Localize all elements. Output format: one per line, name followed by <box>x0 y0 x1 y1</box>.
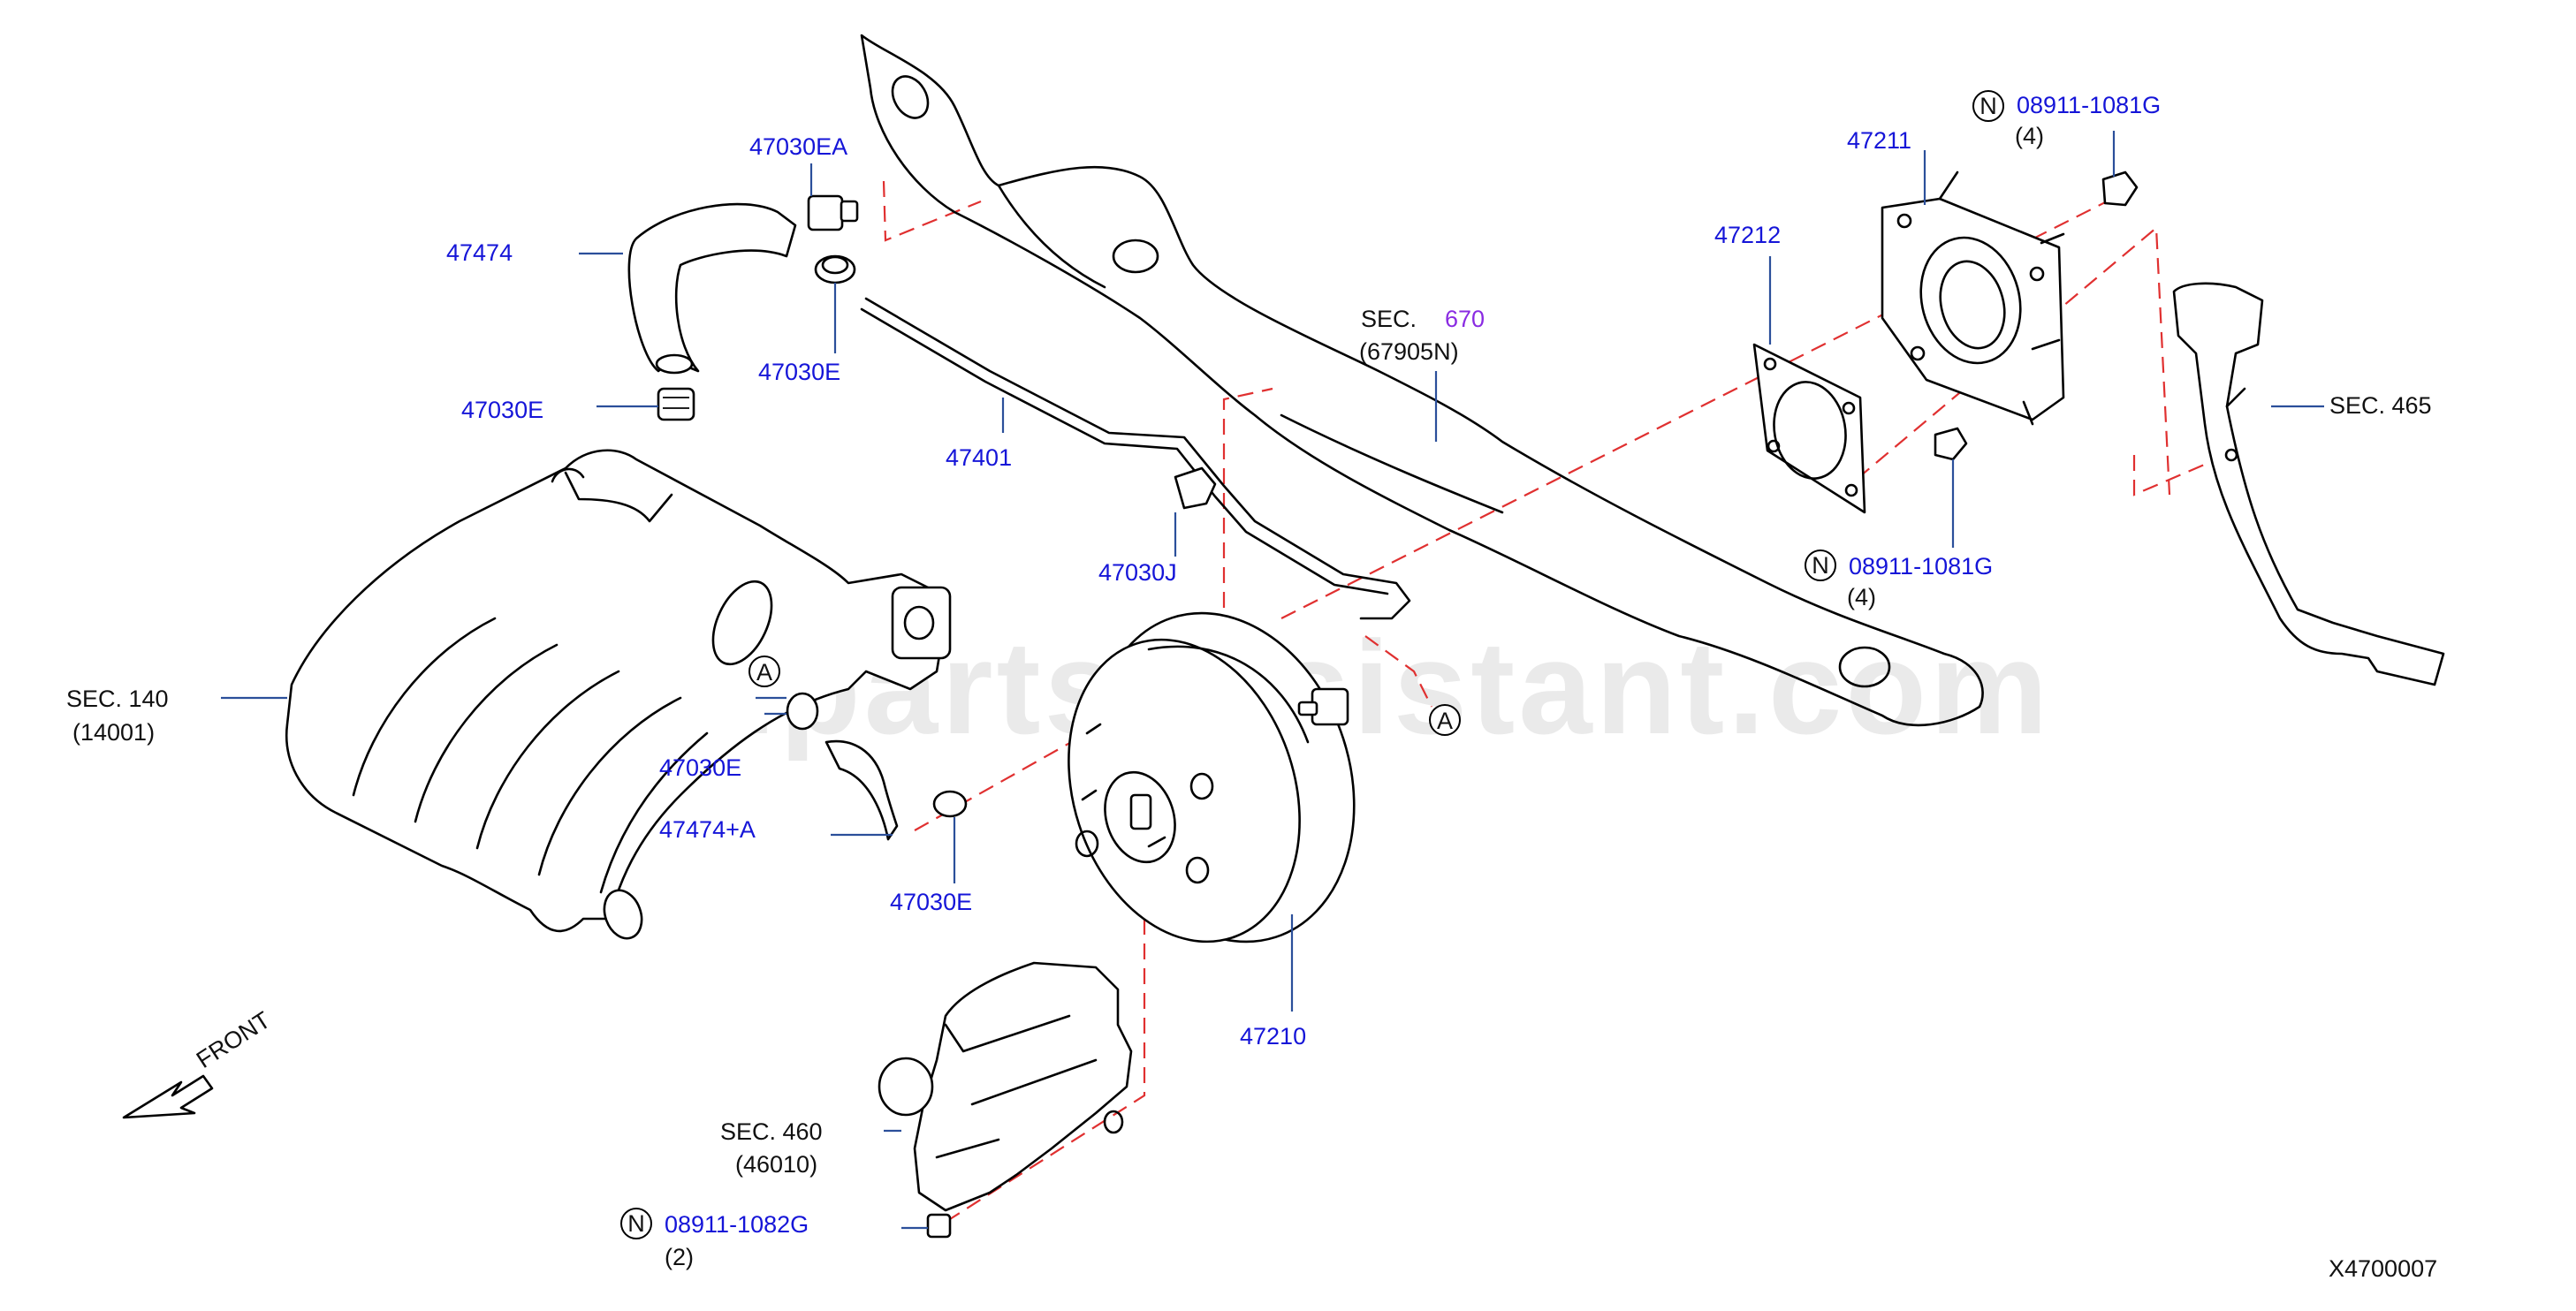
label-nut-top-qty: (4) <box>2015 123 2044 149</box>
label-sec140: SEC. 140 <box>66 686 169 712</box>
label-47030E-mid: 47030E <box>659 754 741 781</box>
spacer-47211 <box>1881 171 2065 426</box>
label-sec460-sub: (46010) <box>735 1151 817 1178</box>
label-nut-mid-part: 08911-1081G <box>1849 553 1993 580</box>
flange-nut-top <box>2101 171 2139 207</box>
clip-47030EA <box>807 194 859 231</box>
intake-manifold <box>285 449 952 940</box>
connector-a-left: A <box>748 656 780 687</box>
label-47030EA: 47030EA <box>749 133 847 160</box>
nut-symbol-top: N <box>1972 90 2004 122</box>
label-sec140-sub: (14001) <box>72 719 155 746</box>
gasket-47212 <box>1752 343 1866 514</box>
diagram-code: X4700007 <box>2329 1255 2437 1282</box>
svg-text:A: A <box>756 659 772 686</box>
master-cylinder <box>878 961 1133 1239</box>
air-guide-sec670 <box>860 34 1984 727</box>
label-sec465: SEC. 465 <box>2329 392 2432 419</box>
label-nut-top-part: 08911-1081G <box>2017 92 2161 118</box>
label-sec670-sub: (67905N) <box>1359 338 1459 365</box>
label-47030J: 47030J <box>1098 559 1177 586</box>
pipe-47401 <box>860 297 1411 620</box>
label-nut-low-qty: (2) <box>665 1244 694 1270</box>
brake-pedal-sec465 <box>2172 282 2445 686</box>
label-nut-low-part: 08911-1082G <box>665 1211 809 1238</box>
front-label: FRONT <box>192 1006 275 1073</box>
svg-text:N: N <box>1979 93 1997 119</box>
hose-47474 <box>627 202 797 421</box>
front-arrow: FRONT <box>122 1006 275 1119</box>
connector-a-right: A <box>1429 704 1461 736</box>
flange-nut-mid <box>1934 427 1968 461</box>
label-47401: 47401 <box>946 444 1012 471</box>
label-sec460: SEC. 460 <box>720 1118 823 1145</box>
label-nut-mid-qty: (4) <box>1847 584 1876 610</box>
label-47030E-top-right: 47030E <box>758 359 840 385</box>
label-sec670-prefix: SEC. <box>1361 306 1417 332</box>
svg-text:A: A <box>1437 708 1453 734</box>
svg-text:N: N <box>1812 552 1829 579</box>
svg-text:N: N <box>627 1210 645 1237</box>
label-47030E-low: 47030E <box>890 889 972 915</box>
label-47474A: 47474+A <box>659 816 756 843</box>
label-47210: 47210 <box>1240 1023 1306 1050</box>
label-47212: 47212 <box>1714 222 1781 248</box>
nut-symbol-low: N <box>620 1208 652 1239</box>
label-47030E-left: 47030E <box>461 397 543 423</box>
label-47474: 47474 <box>446 239 513 266</box>
nut-symbol-mid: N <box>1805 549 1836 581</box>
clamp-47030E-top <box>814 254 856 284</box>
label-47211: 47211 <box>1847 127 1911 154</box>
leader-lines <box>221 131 2324 1230</box>
label-sec670-num: 670 <box>1445 306 1485 332</box>
hose-47474A <box>786 692 968 841</box>
brake-booster <box>1068 611 1356 943</box>
